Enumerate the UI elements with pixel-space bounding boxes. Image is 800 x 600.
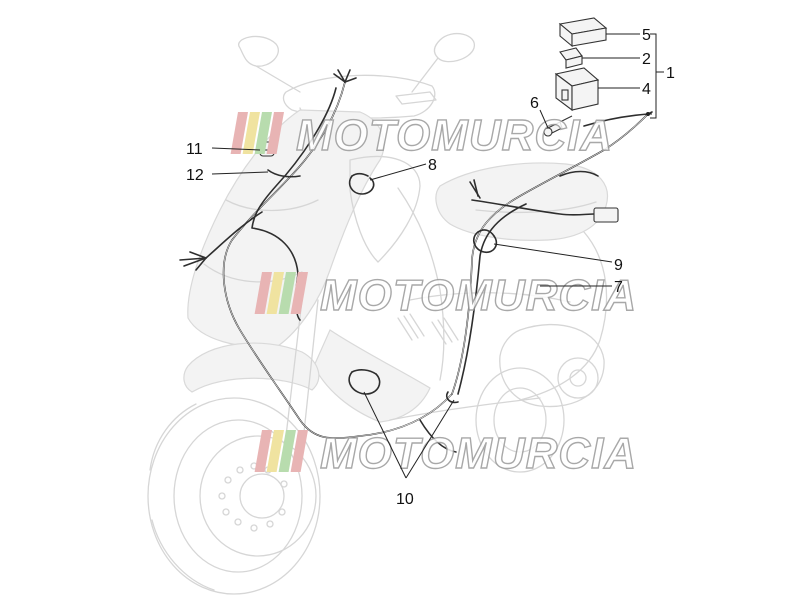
leader-lines [211,33,664,479]
part-strap [267,169,301,178]
watermark-text: MOTOMURCIA [320,429,637,478]
part-screw [543,115,573,137]
callout-6: 6 [530,95,539,112]
brake-disc [218,462,288,532]
callout-1: 1 [666,65,675,82]
watermark-row-3: MOTOMURCIA [254,428,637,479]
callout-7: 7 [614,279,623,296]
callout-9: 9 [614,257,623,274]
watermark-row-1: MOTOMURCIA [230,110,613,161]
part-ring-clamp-10 [348,369,459,404]
part-fuse-cover [558,17,608,48]
wiring-harness [179,69,653,453]
watermark-text: MOTOMURCIA [320,271,637,320]
watermark-text: MOTOMURCIA [296,111,613,160]
part-ring-clamp-9 [472,229,498,254]
callout-8: 8 [428,157,437,174]
callout-10: 10 [396,491,414,508]
callout-11: 11 [186,141,203,158]
part-ring-clamp-8 [348,172,375,195]
callout-4: 4 [642,81,651,98]
callout-labels: 5 2 4 1 6 11 12 8 9 7 10 [186,27,675,508]
part-fuse [559,47,583,69]
watermark-row-2: MOTOMURCIA [254,270,637,321]
callout-5: 5 [642,27,651,44]
part-fuse-box [554,67,600,112]
harness-connector [593,207,619,223]
callout-12: 12 [186,167,204,184]
callout-2: 2 [642,51,651,68]
